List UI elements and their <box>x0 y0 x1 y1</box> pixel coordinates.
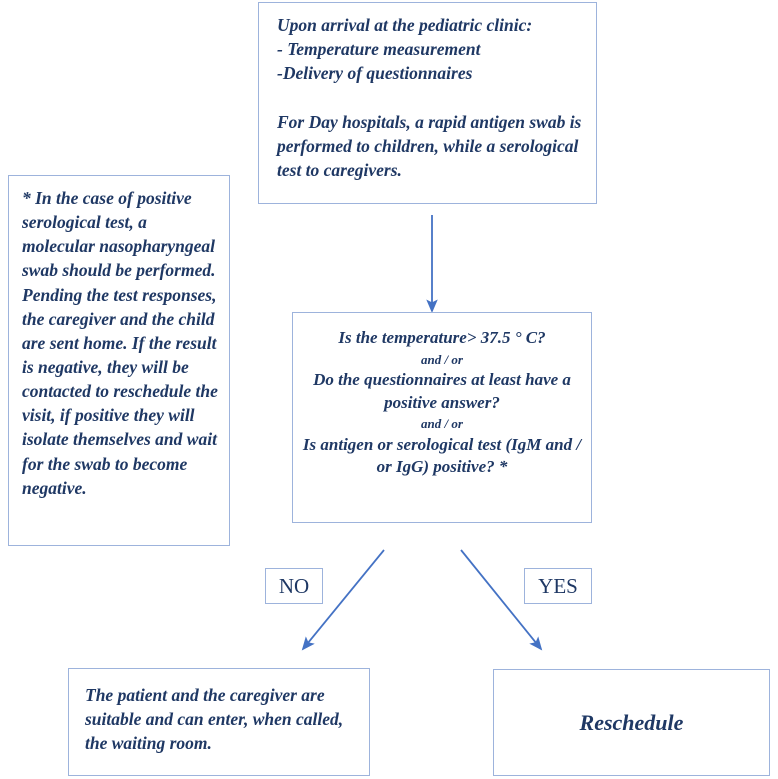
decision-question-3: Is antigen or serological test (IgM and … <box>302 434 582 477</box>
node-intake-text: Upon arrival at the pediatric clinic: - … <box>277 15 582 180</box>
edge-label-no: NO <box>265 568 323 604</box>
edge-label-yes-text: YES <box>538 573 578 598</box>
node-intake-instructions: Upon arrival at the pediatric clinic: - … <box>258 2 597 204</box>
decision-question-1: Is the temperature> 37.5 ° C? <box>338 328 546 347</box>
node-footnote-text: * In the case of positive serological te… <box>22 188 218 498</box>
node-outcome-reschedule: Reschedule <box>493 669 770 776</box>
node-outcome-suitable-text: The patient and the caregiver are suitab… <box>85 685 344 754</box>
node-decision-screening: Is the temperature> 37.5 ° C? and / or D… <box>292 312 592 523</box>
decision-conjunction-2: and / or <box>421 416 463 432</box>
edge-label-yes: YES <box>524 568 592 604</box>
decision-question-2: Do the questionnaires at least have a po… <box>313 370 571 412</box>
node-footnote-note: * In the case of positive serological te… <box>8 175 230 546</box>
node-outcome-suitable: The patient and the caregiver are suitab… <box>68 668 370 776</box>
node-outcome-reschedule-text: Reschedule <box>579 709 684 735</box>
edge-label-no-text: NO <box>278 573 310 598</box>
decision-conjunction-1: and / or <box>421 351 463 367</box>
